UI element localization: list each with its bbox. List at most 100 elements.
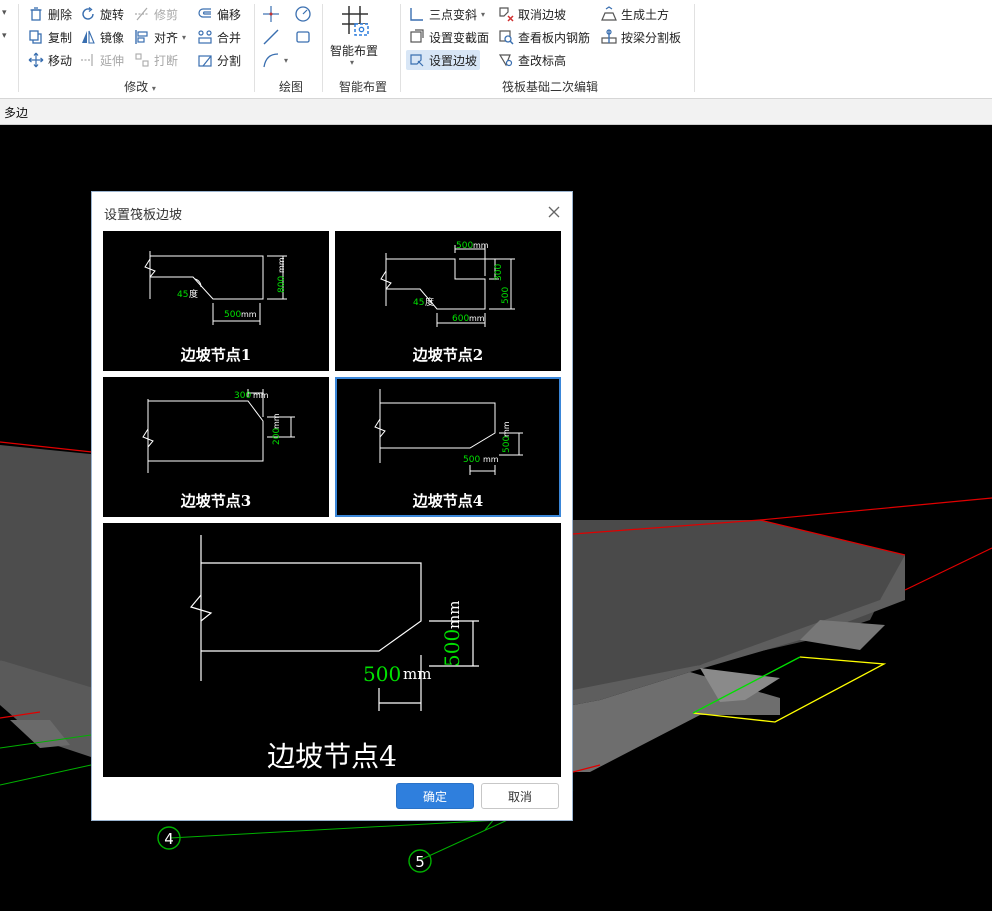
axis-line	[0, 764, 92, 786]
preview-label: 边坡节点4	[267, 740, 397, 773]
set-variable-section-button[interactable]: 设置变截面	[409, 27, 489, 47]
preview-dim-h-unit: mm	[403, 665, 431, 683]
axis-4-label: 4	[164, 830, 174, 848]
node-4-dim-b-unit: mm	[502, 421, 511, 437]
axis-5-label: 5	[415, 853, 425, 871]
generate-earthwork-button[interactable]: 生成土方	[601, 4, 669, 24]
view-slab-rebar-button[interactable]: 查看板内钢筋	[498, 27, 590, 47]
align-button[interactable]: 对齐 ▾	[134, 27, 186, 47]
cancel-edge-slope-label: 取消边坡	[518, 7, 567, 22]
node-3-dim-b: 200	[272, 428, 282, 445]
slope-node-4-tile[interactable]: 500 mm 500 mm 边坡节点4	[335, 377, 561, 517]
break-icon	[135, 53, 149, 67]
axis-marker-4[interactable]: 4	[157, 826, 181, 850]
node-2-diagram: 500 mm 300 500 45 度 600 mm	[380, 241, 515, 327]
node-3-label: 边坡节点3	[180, 492, 252, 510]
node-3-dim-a: 300	[234, 391, 251, 401]
line-icon	[263, 29, 279, 45]
arc-icon	[263, 53, 279, 68]
draw-group-label: 绘图	[278, 80, 303, 94]
slope-node-2-tile[interactable]: 500 mm 300 500 45 度 600 mm 边坡节点2	[335, 231, 561, 371]
node-3-diagram: 300 mm 200 mm	[142, 389, 295, 473]
split-by-beam-button[interactable]: 按梁分割板	[601, 27, 681, 47]
split-icon	[198, 55, 212, 67]
set-edge-slope-button[interactable]: 设置边坡	[406, 50, 481, 70]
mirror-button[interactable]: 镜像	[80, 27, 124, 47]
chevron-down-icon[interactable]: ▾	[2, 31, 7, 41]
raft-slab-left-side	[0, 660, 100, 760]
chevron-down-icon: ▾	[151, 84, 156, 93]
separator	[254, 4, 255, 92]
break-label: 打断	[154, 53, 179, 68]
slope-icon	[410, 8, 423, 21]
check-elevation-button[interactable]: 查改标高	[498, 50, 566, 70]
offset-button[interactable]: 偏移	[197, 4, 241, 24]
trash-icon	[30, 7, 42, 21]
mirror-label: 镜像	[100, 30, 125, 45]
separator	[18, 4, 19, 92]
split-button[interactable]: 分割	[197, 50, 241, 70]
copy-button[interactable]: 复制	[28, 27, 72, 47]
separator	[400, 4, 401, 92]
generate-earthwork-label: 生成土方	[621, 7, 670, 22]
merge-button[interactable]: 合并	[197, 27, 241, 47]
extend-label: 延伸	[100, 53, 125, 68]
viewport-scene[interactable]: 4 5	[0, 125, 992, 911]
align-label: 对齐	[154, 30, 179, 45]
align-icon	[135, 30, 148, 44]
node-2-deg-unit: 度	[425, 296, 434, 308]
close-button[interactable]	[544, 202, 564, 222]
ok-button[interactable]: 确定	[396, 783, 474, 809]
node-2-dim-b: 300	[494, 264, 504, 281]
split-by-beam-label: 按梁分割板	[621, 30, 682, 45]
move-icon	[28, 52, 44, 68]
node-3-dim-b-unit: mm	[272, 413, 281, 429]
cancel-slope-icon	[499, 7, 514, 22]
axis-line	[572, 519, 761, 535]
axis-line	[0, 441, 93, 453]
chevron-down-icon[interactable]: ▾	[2, 8, 7, 18]
node-3-dim-a-unit: mm	[253, 391, 269, 400]
line-button[interactable]	[262, 27, 280, 47]
rectangle-button[interactable]	[294, 27, 312, 47]
check-elevation-label: 查改标高	[518, 53, 567, 68]
rotate-icon	[82, 6, 94, 20]
slope-node-3-tile[interactable]: 300 mm 200 mm 边坡节点3	[103, 377, 329, 517]
axis-line	[169, 819, 501, 839]
axis-line	[759, 519, 906, 556]
rectangle-icon	[296, 31, 310, 43]
delete-label: 删除	[48, 7, 73, 22]
arc-button[interactable]: ▾	[262, 50, 288, 70]
cancel-button[interactable]: 取消	[481, 783, 559, 809]
three-point-slope-button[interactable]: 三点变斜 ▾	[409, 4, 485, 24]
cancel-edge-slope-button[interactable]: 取消边坡	[498, 4, 566, 24]
raft-slab-right-edge	[573, 555, 905, 705]
extend-button[interactable]: 延伸	[80, 50, 124, 70]
split-label: 分割	[217, 53, 242, 68]
point-button[interactable]	[262, 4, 280, 24]
ribbon-toolbar: ▾ ▾ 删除 复制 移动 旋转 镜像 延伸 修剪 对齐 ▾ 打断 偏移	[0, 0, 992, 99]
view-slab-rebar-label: 查看板内钢筋	[518, 30, 591, 45]
edit-group-label[interactable]: 修改 ▾	[100, 78, 180, 95]
trim-button[interactable]: 修剪	[134, 4, 178, 24]
move-button[interactable]: 移动	[28, 50, 72, 70]
slope-node-preview: 500 mm 500 mm 边坡节点4	[103, 523, 561, 777]
axis-line	[0, 734, 92, 749]
split-beam-icon	[601, 29, 617, 44]
slope-node-1-tile[interactable]: 45 度 800 mm 500 mm 边坡节点1	[103, 231, 329, 371]
mirror-icon	[82, 30, 95, 44]
break-button[interactable]: 打断	[134, 50, 178, 70]
axis-marker-5[interactable]: 5	[408, 849, 432, 873]
move-label: 移动	[48, 53, 73, 68]
circle-button[interactable]	[294, 4, 312, 24]
edge-slope-icon	[410, 54, 424, 67]
rotate-button[interactable]: 旋转	[80, 4, 124, 24]
node-4-dim-a-unit: mm	[483, 455, 499, 464]
offset-label: 偏移	[217, 7, 242, 22]
node-2-dim-d: 600	[452, 314, 469, 324]
circle-icon	[295, 6, 311, 22]
edge-slope-dialog: 设置筏板边坡 45 度 800 mm 500 mm 边坡节点1	[91, 191, 573, 821]
axis-line	[904, 547, 992, 591]
smart-layout-button[interactable]: 智能布置 ▾	[327, 2, 382, 72]
delete-button[interactable]: 删除	[28, 4, 72, 24]
